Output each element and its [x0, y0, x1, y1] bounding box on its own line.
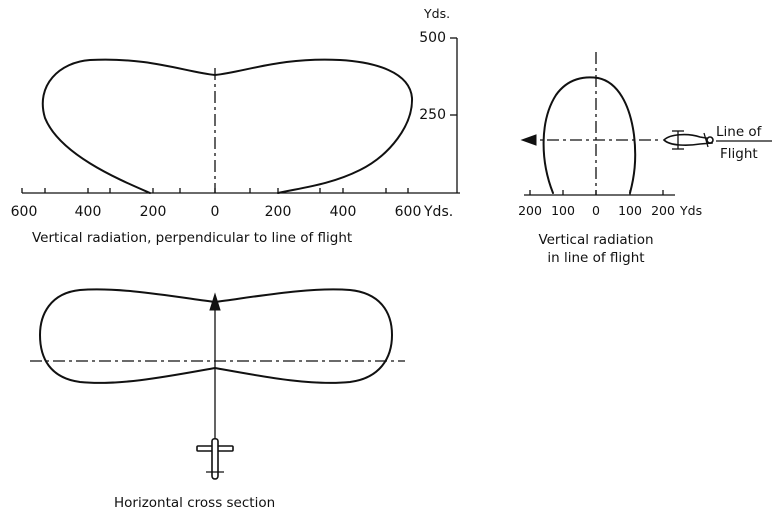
in-line-caption-line1: Vertical radiation [538, 232, 653, 248]
x-axis-unit: Yds. [423, 204, 453, 220]
in-line-panel: 200 100 0 100 200 Yds Line of Flight Ver… [518, 52, 772, 266]
perpendicular-caption: Vertical radiation, perpendicular to lin… [32, 230, 352, 246]
in-line-lobe [542, 76, 637, 194]
airplane-top-view-icon [196, 437, 234, 480]
perpendicular-lobe [41, 58, 414, 194]
horizontal-caption: Horizontal cross section [114, 495, 275, 511]
x-tick-label: 100 [551, 203, 575, 218]
x-axis-unit: Yds [679, 203, 702, 218]
x-tick-label: 200 [651, 203, 675, 218]
airplane-side-view-icon [662, 130, 714, 150]
x-tick-label: 400 [75, 204, 102, 220]
horizontal-direction-arrow-icon [209, 292, 221, 311]
x-tick-label: 0 [211, 204, 220, 220]
x-tick-label: 0 [592, 203, 600, 218]
flight-label-line1: Line of [716, 124, 763, 140]
x-tick-label: 600 [11, 204, 38, 220]
x-tick-label: 100 [618, 203, 642, 218]
x-tick-label: 600 [395, 204, 422, 220]
x-tick-label: 200 [518, 203, 542, 218]
perpendicular-panel: 600 400 200 0 200 400 600 Yds. Yds. 500 … [11, 6, 460, 246]
x-tick-label: 400 [330, 204, 357, 220]
y-tick-label: 500 [419, 30, 446, 46]
horizontal-panel: Horizontal cross section [30, 288, 405, 511]
flight-label-line2: Flight [720, 146, 758, 162]
y-tick-label: 250 [419, 107, 446, 123]
x-tick-label: 200 [265, 204, 292, 220]
y-axis-unit: Yds. [423, 6, 450, 21]
flight-direction-arrow-icon [520, 134, 537, 146]
x-tick-label: 200 [140, 204, 167, 220]
in-line-caption-line2: in line of flight [547, 250, 644, 266]
